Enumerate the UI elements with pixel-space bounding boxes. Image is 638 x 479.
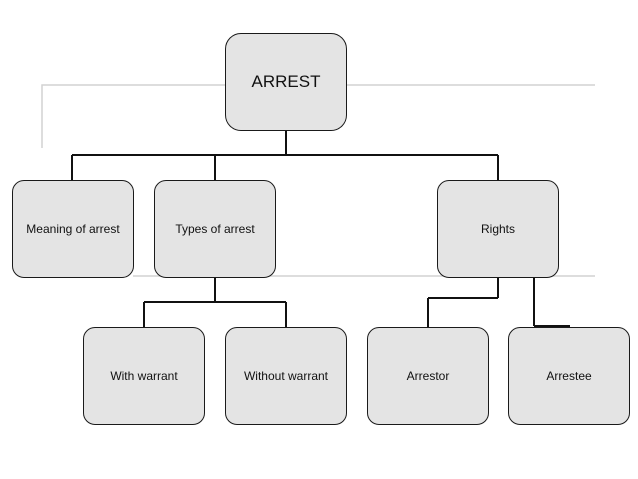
node-arrestee-label: Arrestee	[546, 369, 592, 383]
node-without-warrant-label: Without warrant	[243, 369, 329, 383]
node-with-warrant: With warrant	[83, 327, 205, 425]
node-types-of-arrest-label: Types of arrest	[175, 222, 255, 236]
node-rights: Rights	[437, 180, 559, 278]
node-meaning-of-arrest: Meaning of arrest	[12, 180, 134, 278]
node-arrest: ARREST	[225, 33, 347, 131]
node-with-warrant-label: With warrant	[110, 369, 178, 383]
node-rights-label: Rights	[480, 222, 515, 236]
node-without-warrant: Without warrant	[225, 327, 347, 425]
node-arrestor-label: Arrestor	[406, 369, 450, 383]
tree-connectors	[71, 131, 570, 327]
guide-line-top	[41, 84, 595, 148]
node-arrestee: Arrestee	[508, 327, 630, 425]
node-meaning-of-arrest-label: Meaning of arrest	[26, 222, 120, 236]
node-arrest-label: ARREST	[251, 72, 321, 91]
node-types-of-arrest: Types of arrest	[154, 180, 276, 278]
node-arrestor: Arrestor	[367, 327, 489, 425]
